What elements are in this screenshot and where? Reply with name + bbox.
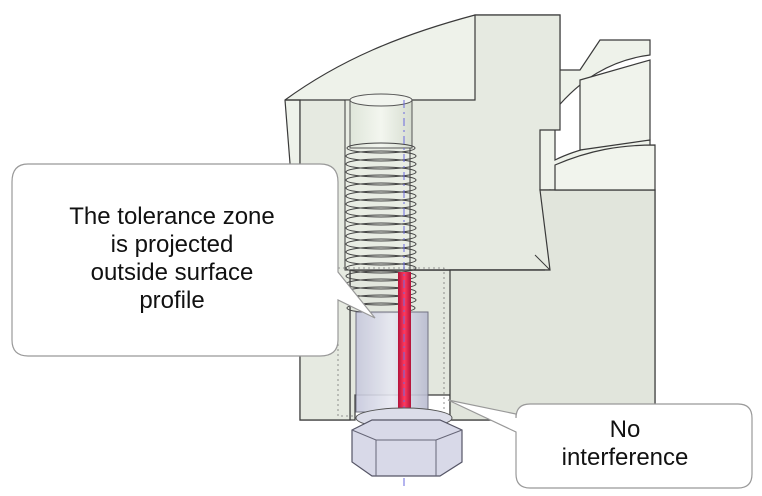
bolt-top-shank: [349, 99, 413, 149]
hex-bolt-head: [351, 419, 463, 477]
step-chamfer: [534, 254, 551, 271]
callout-projected-zone-bubble: [11, 163, 376, 357]
callout-line: No: [609, 416, 641, 443]
callout-projected-zone-text: The tolerance zone is projected outside …: [22, 203, 322, 315]
housing-part: [284, 14, 656, 421]
hex-head-edges: [351, 429, 463, 476]
bolt-top-end: [349, 93, 413, 107]
bolt-shank: [355, 311, 429, 413]
housing-right-inner: [579, 59, 651, 151]
callout-no-interference-text: No interference: [520, 416, 730, 472]
callout-line: interference: [561, 444, 689, 471]
callout-line: outside surface: [90, 259, 254, 286]
callout-line: profile: [139, 287, 205, 314]
housing-right-lower: [554, 144, 656, 191]
bolt-threads: [345, 142, 417, 314]
callout-projected-zone: [11, 163, 376, 357]
callout-no-interference: [447, 399, 753, 489]
callout-line: is projected: [110, 231, 234, 258]
bolt: [337, 93, 463, 488]
callout-no-interference-bubble: [447, 399, 753, 489]
callout-line: The tolerance zone: [69, 203, 275, 230]
